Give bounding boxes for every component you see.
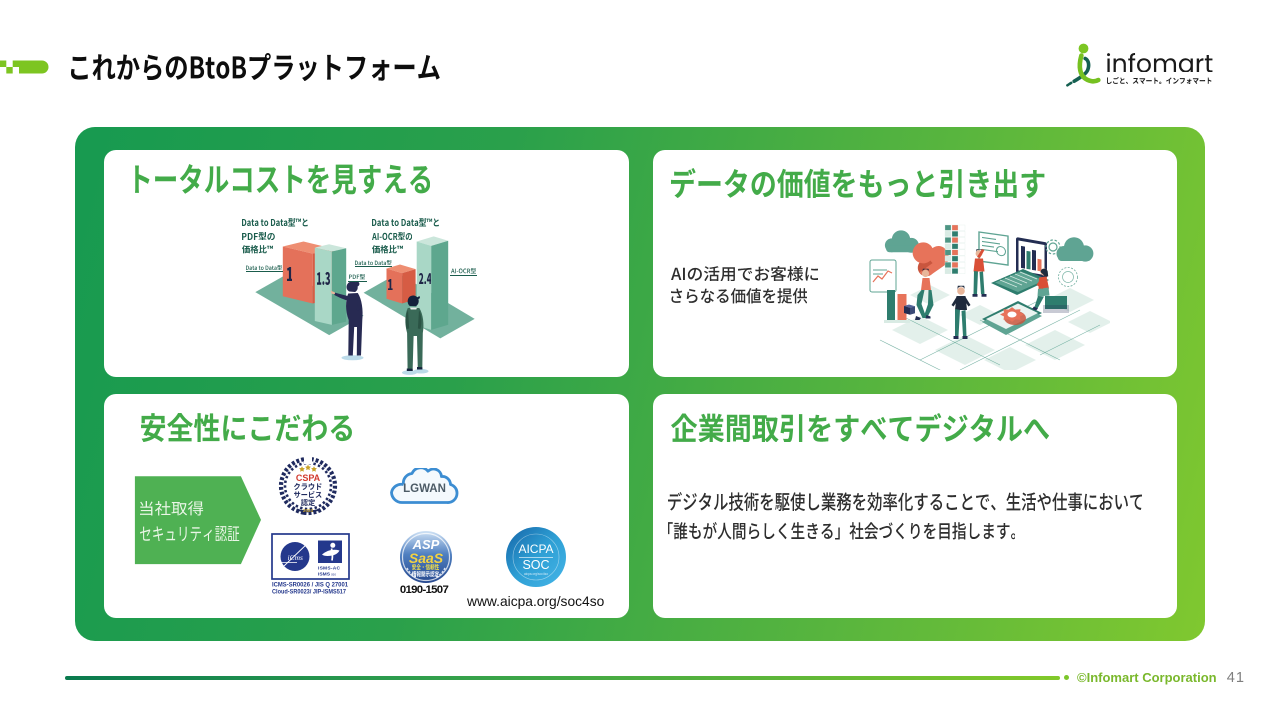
svg-text:SOC: SOC bbox=[522, 558, 549, 572]
svg-text:ISMS: ISMS bbox=[318, 572, 331, 578]
svg-text:Cloud-SR0023/ JIP-ISMS517: Cloud-SR0023/ JIP-ISMS517 bbox=[272, 589, 346, 596]
svg-text:ICMS-SR0026 / JIS Q 27001: ICMS-SR0026 / JIS Q 27001 bbox=[272, 582, 348, 589]
svg-text:AICPA: AICPA bbox=[518, 542, 553, 556]
svg-text:ISMS-AC: ISMS-AC bbox=[318, 566, 340, 572]
svg-text:iCms: iCms bbox=[288, 553, 304, 562]
svg-text:aicpa.org/soc4so: aicpa.org/soc4so bbox=[524, 572, 548, 576]
svg-text:050: 050 bbox=[331, 573, 336, 577]
svg-text:SaaS: SaaS bbox=[409, 550, 444, 566]
svg-text:ASP: ASP bbox=[412, 537, 440, 552]
